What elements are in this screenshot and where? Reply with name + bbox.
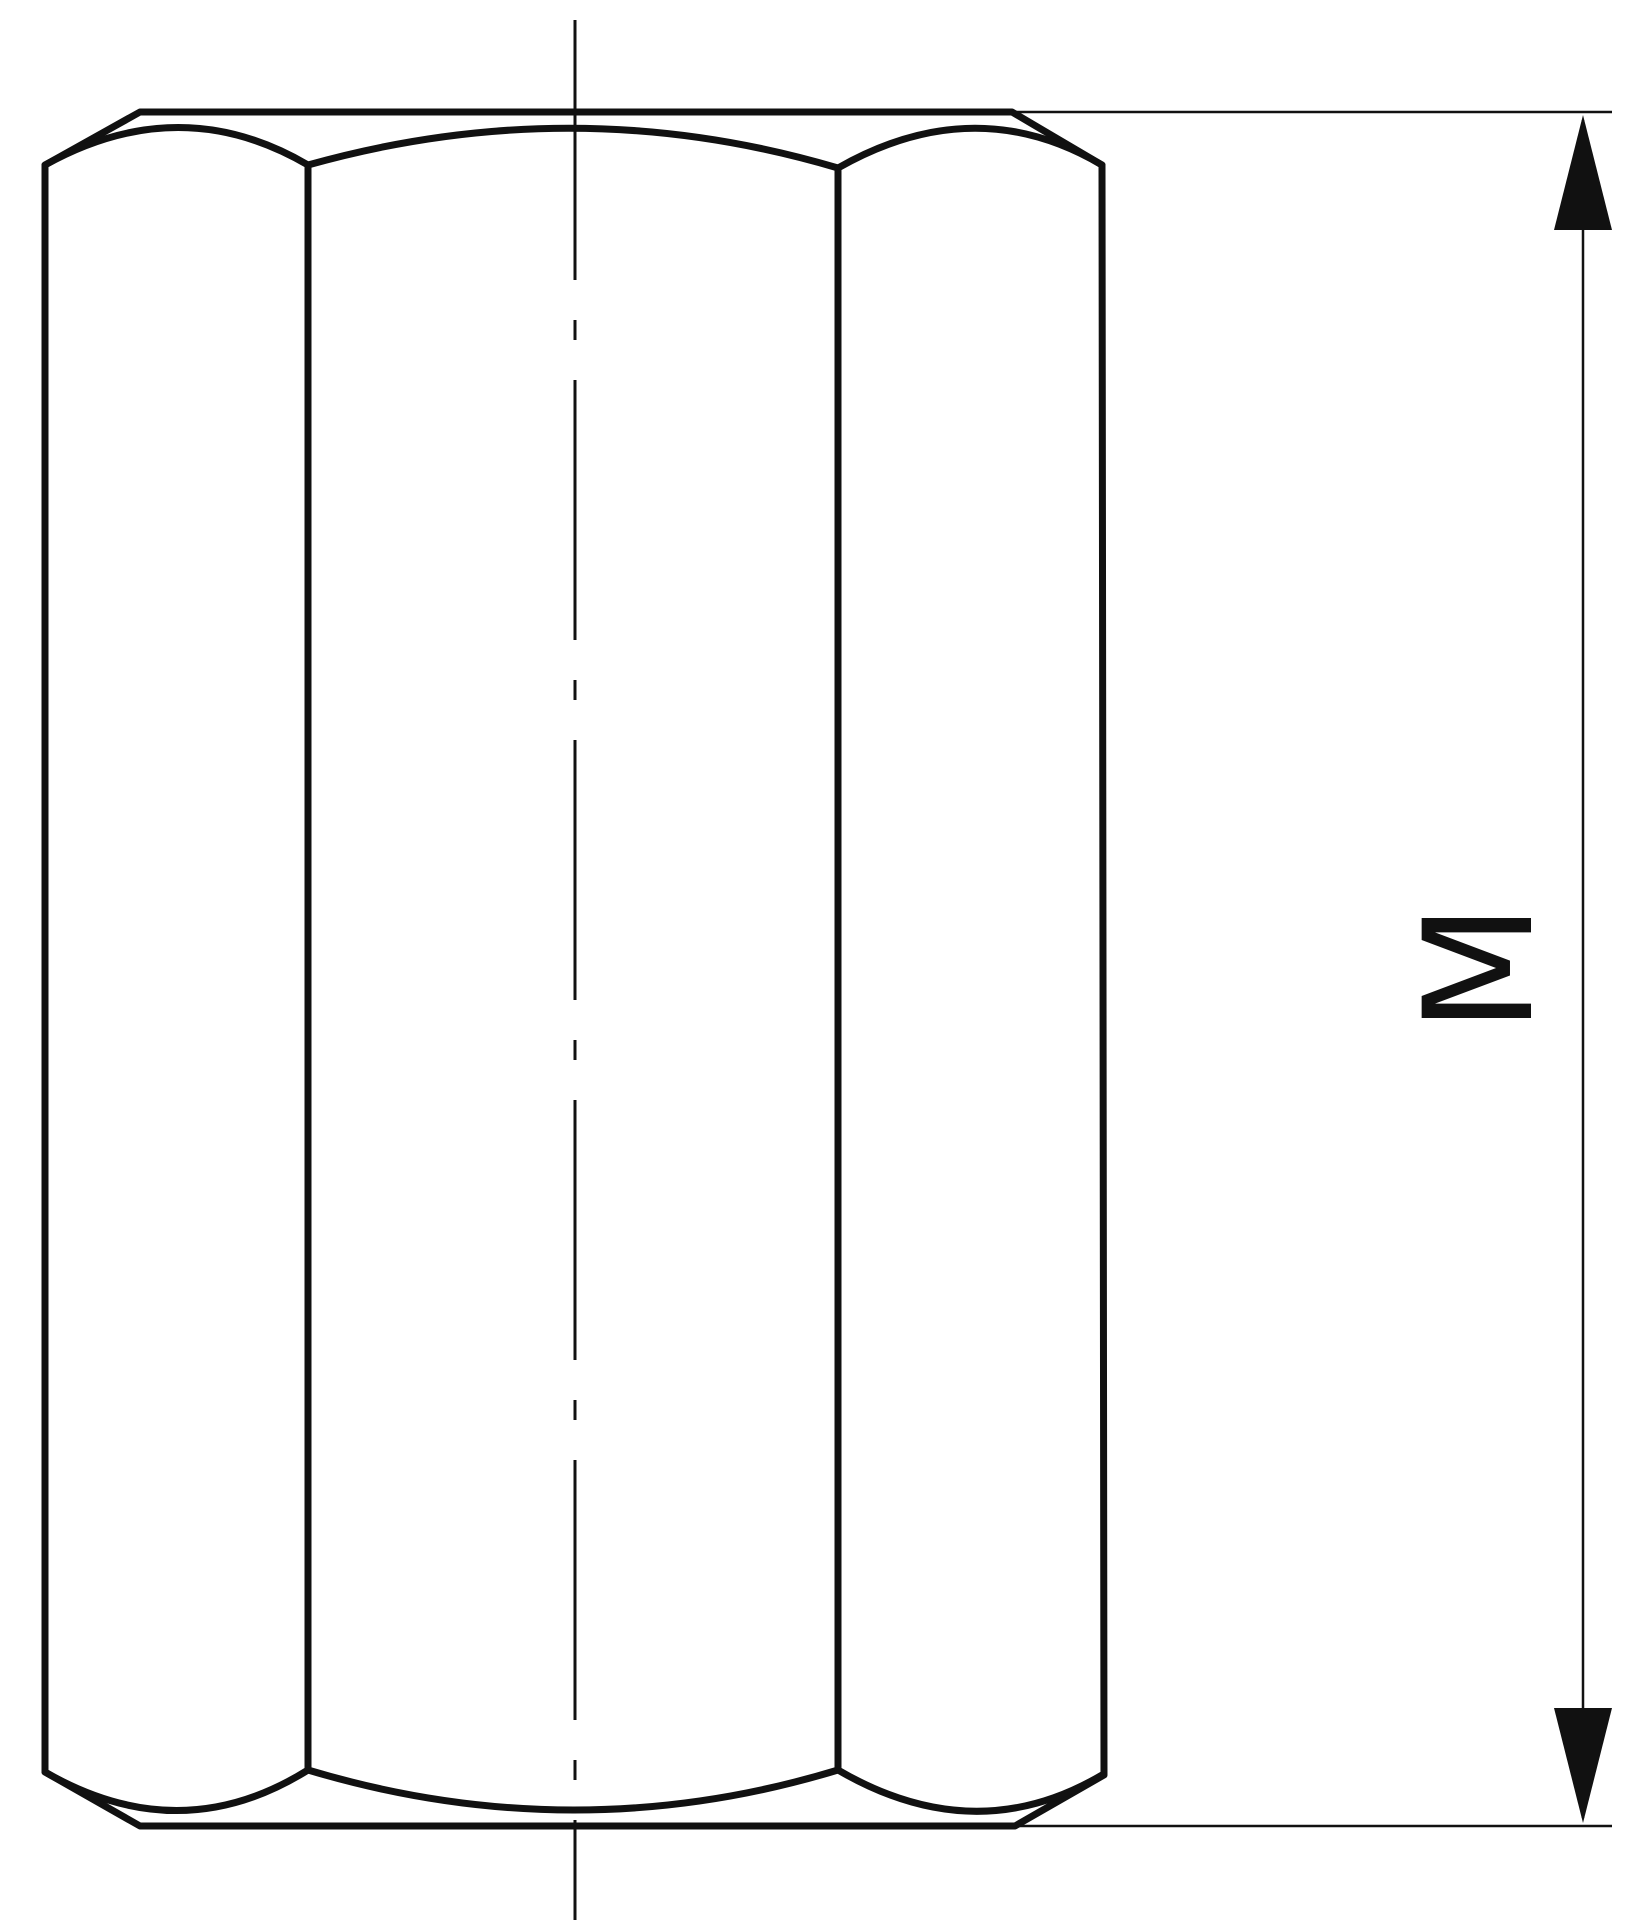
bottom-chamfer-arc-left (41, 1766, 312, 1814)
dimension-arrow-top (1554, 115, 1612, 230)
dimension-arrow-bottom (1554, 1708, 1612, 1823)
bottom-chamfer-arc-center (304, 1766, 842, 1814)
top-chamfer-arc-center (304, 124, 842, 172)
top-chamfer-arc-right (834, 124, 1106, 172)
top-chamfer-arc-left (41, 124, 312, 169)
dimension-label: M (1393, 903, 1567, 1032)
bottom-chamfer-arc-right (834, 1766, 1106, 1815)
